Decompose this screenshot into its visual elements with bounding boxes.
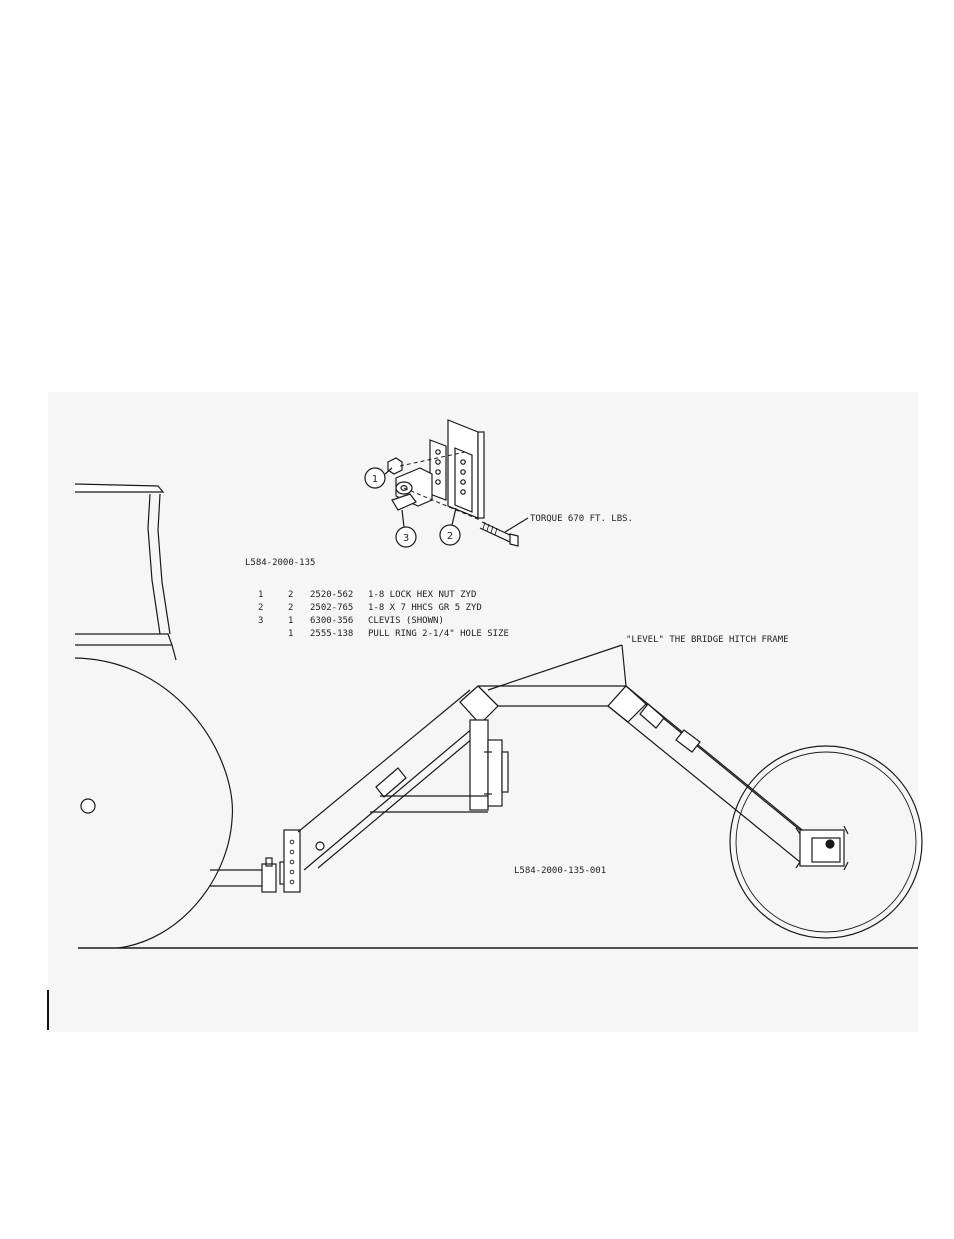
parts-row-1-item: 1 — [258, 590, 263, 600]
parts-row-3-qty: 1 — [288, 616, 293, 626]
parts-row-4-part: 2555-138 — [310, 629, 353, 639]
parts-row-2-part: 2502-765 — [310, 603, 353, 613]
parts-row-3-desc: CLEVIS (SHOWN) — [368, 616, 444, 626]
parts-row-2-item: 2 — [258, 603, 263, 613]
parts-row-2-desc: 1-8 X 7 HHCS GR 5 ZYD — [368, 603, 482, 613]
assembly-number: L584-2000-135 — [245, 558, 315, 568]
front-hitch-plate — [284, 830, 300, 892]
parts-row-4-desc: PULL RING 2-1/4" HOLE SIZE — [368, 629, 509, 639]
callout-1: 1 — [372, 474, 378, 485]
callout-3: 3 — [403, 533, 409, 544]
wheel-hub — [81, 799, 95, 813]
torque-note: TORQUE 670 FT. LBS. — [530, 514, 633, 524]
parts-row-4-qty: 1 — [288, 629, 293, 639]
parts-row-1-part: 2520-562 — [310, 590, 353, 600]
parts-row-2-qty: 2 — [288, 603, 293, 613]
parts-row-1-qty: 2 — [288, 590, 293, 600]
level-note: "LEVEL" THE BRIDGE HITCH FRAME — [626, 635, 789, 645]
parts-row-3-part: 6300-356 — [310, 616, 353, 626]
drawing-number: L584-2000-135-001 — [514, 866, 606, 876]
parts-row-3-item: 3 — [258, 616, 263, 626]
parts-row-1-desc: 1-8 LOCK HEX NUT ZYD — [368, 590, 476, 600]
lock-nut — [388, 458, 402, 474]
mount-bracket — [488, 740, 502, 806]
callout-2: 2 — [447, 531, 453, 542]
